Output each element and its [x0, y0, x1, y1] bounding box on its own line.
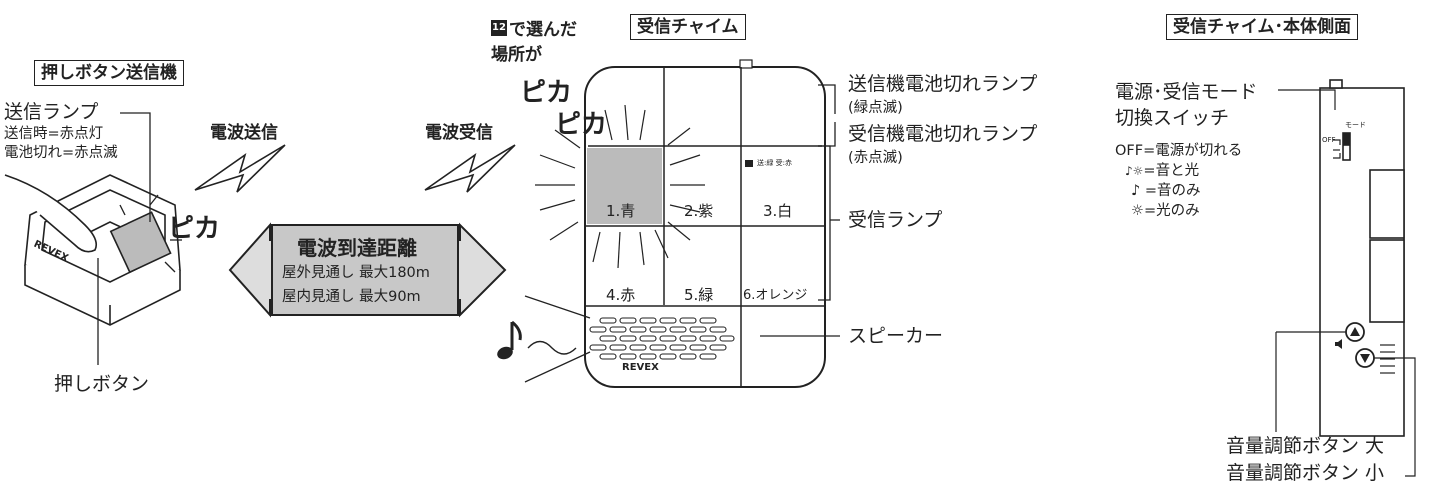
range-outdoor: 屋外見通し 最大180m [282, 265, 430, 281]
receive-lamp-2: 2.紫 [684, 202, 714, 220]
switch-label-1: 電源･受信モード [1115, 81, 1258, 103]
note-line2: 場所が [491, 45, 542, 65]
chime-device [584, 59, 826, 388]
flash-rays-chime [535, 104, 705, 269]
recv-battery-lamp-label: 受信機電池切れランプ [848, 123, 1038, 145]
lamp-desc-battery: 電池切れ=赤点滅 [4, 145, 118, 161]
music-note-icon [497, 295, 591, 383]
send-battery-lamp-sub: (緑点滅) [848, 100, 903, 116]
flash-rays-transmitter [119, 194, 182, 273]
opt-sound-light-row: ♪☼=音と光 [1125, 162, 1199, 181]
volume-up-button[interactable] [1345, 322, 1365, 342]
opt-sound: ♪ =音のみ [1131, 183, 1201, 199]
opt-light: ☼=光のみ [1131, 203, 1200, 219]
volume-down-label: 音量調節ボタン 小 [1226, 462, 1385, 484]
receive-lamp-label: 受信ランプ [848, 209, 943, 231]
note-line1: で選んだ [509, 20, 577, 40]
lamp-label: 送信ランプ [4, 101, 99, 123]
speaker-small-icon [1335, 339, 1342, 349]
opt-sound-light: =音と光 [1143, 163, 1200, 179]
pika-chime-1: ピカ [520, 78, 573, 108]
finger-icon [4, 174, 98, 253]
range-indoor: 屋内見通し 最大90m [282, 289, 421, 305]
push-button-label: 押しボタン [54, 373, 150, 395]
switch-label-2: 切換スイッチ [1115, 107, 1230, 129]
volume-up-label: 音量調節ボタン 大 [1226, 435, 1385, 457]
wave-send-icon [194, 144, 286, 193]
transmitter-title: 押しボタン送信機 [34, 60, 184, 86]
wave-receive-icon [424, 144, 516, 193]
chime-brand: REVEX [622, 362, 659, 373]
opt-off: OFF=電源が切れる [1115, 143, 1243, 159]
receive-lamp-6: 6.オレンジ [743, 288, 808, 303]
recv-battery-lamp-sub: (赤点滅) [848, 150, 903, 166]
receive-lamp-4: 4.赤 [606, 286, 636, 304]
receive-lamp-3: 3.白 [763, 202, 793, 220]
note-badge: 12 [491, 20, 507, 36]
receive-lamp-1: 1.青 [606, 202, 636, 220]
range-title: 電波到達距離 [297, 236, 417, 260]
speaker-grille [589, 317, 735, 360]
wave-send-label: 電波送信 [210, 123, 278, 143]
pika-chime-2: ピカ [555, 110, 608, 140]
side-title: 受信チャイム･本体側面 [1166, 14, 1358, 40]
side-view-device [1319, 79, 1405, 437]
speaker-label: スピーカー [848, 325, 944, 347]
volume-down-button[interactable] [1355, 348, 1375, 368]
chime-status-text: 送:緑 受:赤 [757, 159, 792, 167]
mode-label: モード [1345, 121, 1366, 129]
lamp-desc-on: 送信時=赤点灯 [4, 126, 104, 142]
send-battery-lamp-label: 送信機電池切れランプ [848, 73, 1038, 95]
pika-transmitter: ピカ [168, 214, 221, 244]
wave-receive-label: 電波受信 [425, 123, 493, 143]
chime-title: 受信チャイム [630, 14, 746, 40]
receive-lamp-5: 5.緑 [684, 286, 714, 304]
off-mark: OFF [1322, 136, 1336, 144]
sound-light-icon: ♪☼ [1125, 164, 1144, 178]
